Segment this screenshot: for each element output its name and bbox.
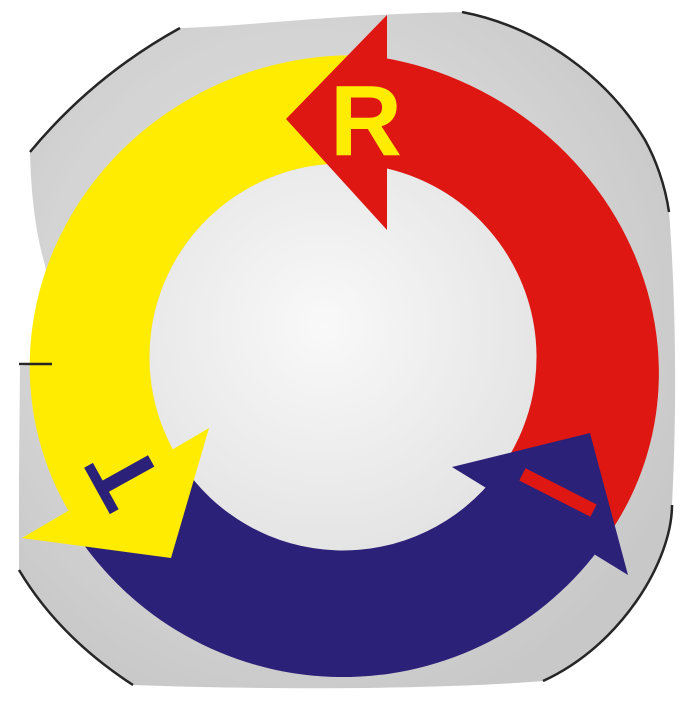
- octagon-outline: [17, 10, 674, 687]
- yellow-arrow-arc: [29, 55, 370, 524]
- letter-r: R: [330, 65, 402, 177]
- blue-arrow: I: [74, 433, 628, 678]
- blue-arrow-arc: [74, 462, 599, 678]
- outline-bottom-right: [542, 504, 674, 683]
- outline-bottom-left: [17, 569, 134, 687]
- yellow-arrow: T: [22, 55, 370, 558]
- red-arrow-top: R: [286, 15, 402, 230]
- yellow-arrow-head: [22, 428, 209, 558]
- inner-disc: [149, 163, 537, 551]
- outline-top-right: [461, 10, 671, 213]
- blue-arrow-head: [452, 433, 628, 575]
- red-arrow-head: [286, 15, 387, 230]
- outline-top-left: [29, 26, 181, 153]
